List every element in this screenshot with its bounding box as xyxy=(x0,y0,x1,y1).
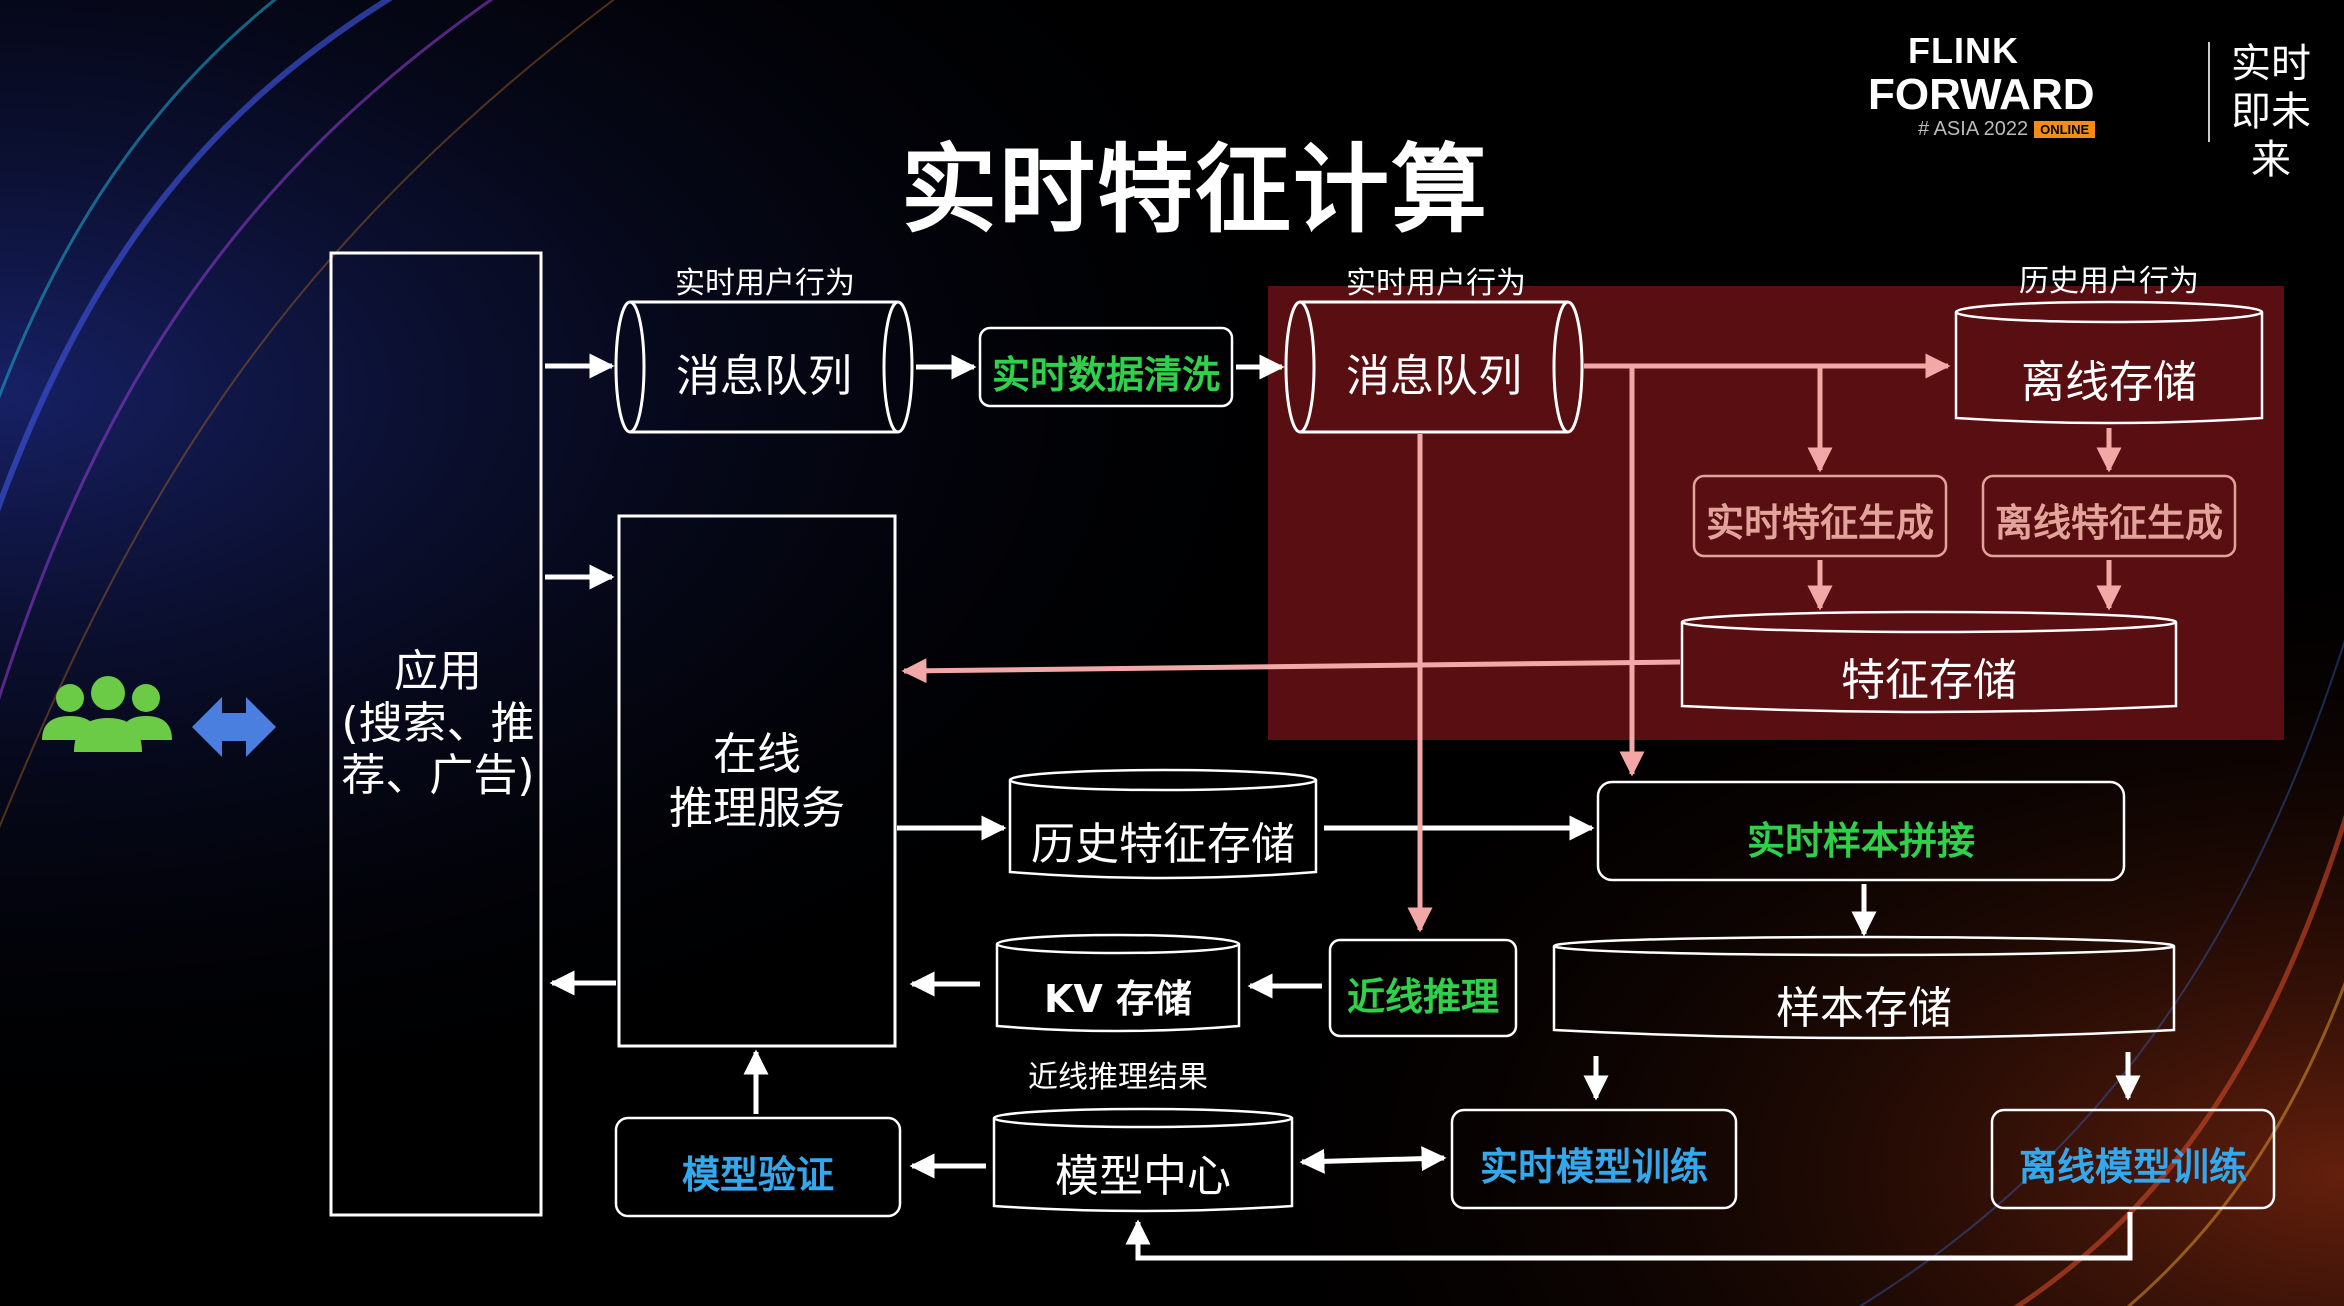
online-inference-box xyxy=(617,514,897,1048)
mq-right-label: 消息队列 xyxy=(1346,351,1522,402)
rt-sample-join-label: 实时样本拼接 xyxy=(1746,819,1976,863)
offline-feature-gen-box xyxy=(1981,474,2237,558)
history-feature-storage-cylinder xyxy=(1008,768,1318,880)
label-nearline-result: 近线推理结果 xyxy=(1028,1060,1208,1095)
rt-model-train-box xyxy=(1450,1108,1738,1210)
data-clean-box xyxy=(978,326,1234,408)
offline-model-train-label: 离线模型训练 xyxy=(2018,1145,2248,1189)
online-badge: ONLINE xyxy=(2034,121,2096,139)
feedback-loop-arrow xyxy=(1125,1212,2133,1261)
model-validation-box xyxy=(614,1116,902,1218)
data-clean-label: 实时数据清洗 xyxy=(991,353,1221,397)
feature-storage-cylinder xyxy=(1680,610,2178,714)
sample-storage-cylinder xyxy=(1552,935,2176,1040)
logo-line1: FLINK xyxy=(1908,30,2019,71)
offline-storage-cylinder xyxy=(1954,300,2264,425)
application-box xyxy=(329,251,543,1217)
rt-feature-gen-label: 实时特征生成 xyxy=(1705,501,1935,545)
online-inference-label: 在线 推理服务 xyxy=(669,729,845,834)
double-arrow-icon xyxy=(192,697,276,757)
logo-slogan: 实时即未来 xyxy=(2231,41,2311,183)
sample-storage-label: 样本存储 xyxy=(1776,983,1952,1034)
nearline-inference-label: 近线推理 xyxy=(1346,975,1500,1019)
feature-storage-label: 特征存储 xyxy=(1841,655,2017,706)
mq-left-label: 消息队列 xyxy=(676,351,852,402)
mq-right-cylinder xyxy=(1284,300,1584,434)
logo-line2: FORWARD xyxy=(1868,70,2095,119)
rt-model-train-label: 实时模型训练 xyxy=(1479,1145,1709,1189)
kv-storage-cylinder xyxy=(995,933,1241,1033)
flow-arrows xyxy=(545,353,2141,1179)
pink-flow-arrows xyxy=(901,353,2122,933)
label-history-behavior: 历史用户行为 xyxy=(2019,264,2199,299)
nearline-inference-box xyxy=(1328,938,1518,1038)
label-realtime-behavior-left: 实时用户行为 xyxy=(675,266,855,301)
logo-divider xyxy=(2208,42,2210,142)
application-label: 应用 (搜索、推 荐、广告) xyxy=(341,646,535,801)
mq-left-cylinder xyxy=(614,300,914,434)
offline-feature-gen-label: 离线特征生成 xyxy=(1994,501,2224,545)
offline-storage-label: 离线存储 xyxy=(2021,357,2197,408)
users-group-icon xyxy=(42,676,172,752)
label-realtime-behavior-right: 实时用户行为 xyxy=(1346,266,1526,301)
kv-storage-label: KV 存储 xyxy=(1043,977,1193,1021)
model-center-label: 模型中心 xyxy=(1055,1151,1231,1202)
offline-model-train-box xyxy=(1990,1108,2276,1210)
history-feature-storage-label: 历史特征存储 xyxy=(1031,819,1295,870)
model-center-cylinder xyxy=(992,1107,1294,1213)
page-title: 实时特征计算 xyxy=(901,134,1489,246)
rt-feature-gen-box xyxy=(1692,474,1948,558)
model-validation-label: 模型验证 xyxy=(681,1153,835,1197)
rt-sample-join-box xyxy=(1596,780,2126,882)
